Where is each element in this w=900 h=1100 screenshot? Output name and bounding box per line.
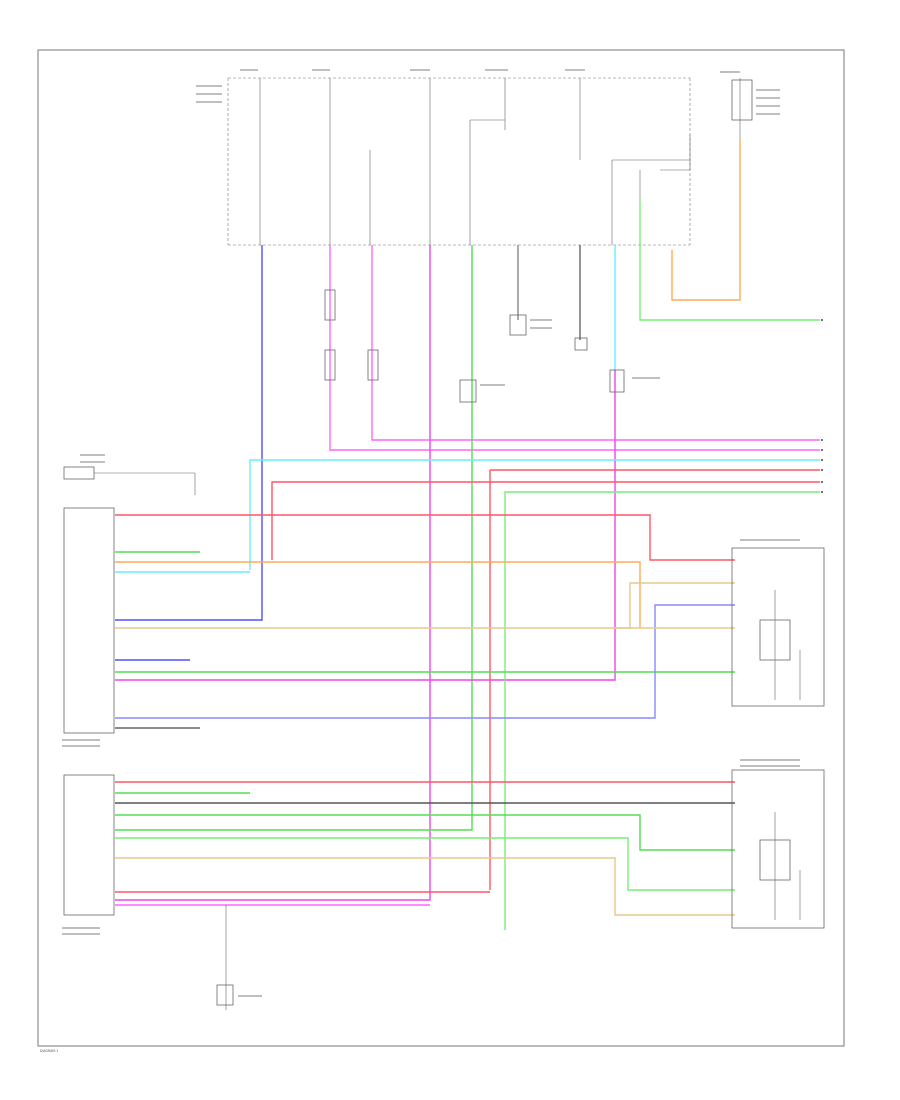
wire-pink-b (371, 245, 820, 441)
wire-red-bus2 (489, 469, 820, 890)
wire-magenta-c (115, 245, 431, 901)
wire-green-h (639, 200, 820, 321)
wire-orange-i (671, 140, 741, 301)
right-edge-connectors (821, 319, 823, 493)
relay-right-top (731, 78, 753, 150)
wire-green-bus (504, 491, 820, 930)
wire-blue-vertical (115, 245, 263, 621)
junction-block (227, 77, 691, 246)
wire-cyan-bus (249, 459, 820, 570)
label-marks (62, 69, 800, 997)
wire-green-lower3 (115, 837, 735, 891)
wire-green-lower2 (115, 814, 735, 851)
wire-magenta-j (115, 370, 616, 681)
wire-green-d (115, 245, 473, 831)
left-module-upper (63, 466, 196, 734)
small-components (324, 289, 625, 403)
wire-orange-left (115, 561, 641, 628)
wire-red-bus (271, 481, 820, 560)
wire-pink-a (329, 245, 820, 451)
wire-tan-lower (115, 857, 735, 916)
wire-violet-left (115, 604, 735, 719)
wire-tan-left (115, 582, 735, 629)
right-module-upper (731, 547, 825, 707)
wire-red-top-left (115, 514, 735, 561)
left-module-lower (63, 774, 234, 1010)
right-module-lower (731, 769, 825, 929)
diagram-frame (37, 49, 845, 1047)
figure-id: DIAGRAM-1 (40, 1049, 58, 1053)
